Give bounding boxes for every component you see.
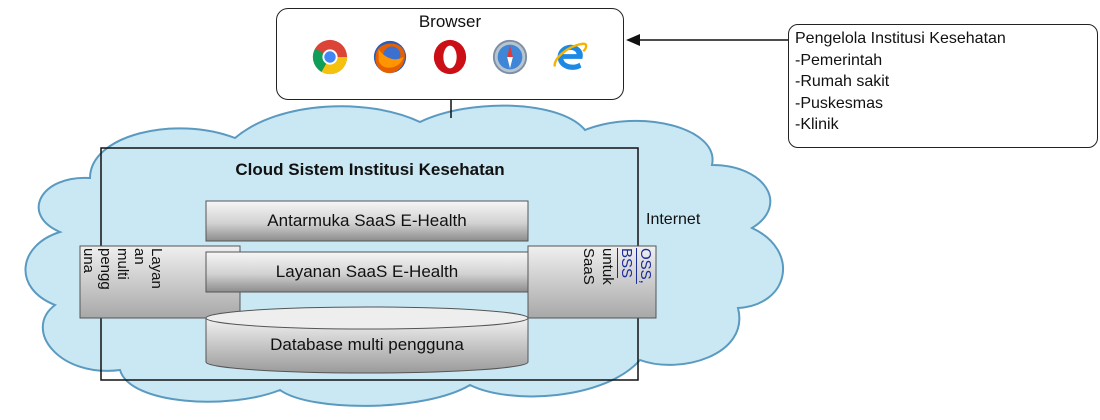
healthcare-roles-box: Pengelola Institusi Kesehatan -Pemerinta… [788, 24, 1098, 148]
chrome-icon [312, 39, 348, 75]
vertical-text-line: BSS [618, 248, 635, 279]
vertical-text-line: multi [114, 248, 131, 280]
saas-interface-label: Antarmuka SaaS E-Health [267, 211, 467, 230]
saas-service-label: Layanan SaaS E-Health [275, 262, 459, 281]
oss-bss-bar [527, 245, 657, 319]
firefox-icon [373, 40, 407, 74]
internet-explorer-icon [553, 42, 588, 70]
vertical-text-line: OSS, [637, 248, 654, 284]
multi-user-service-label: Layan an multi pengg una [80, 248, 204, 314]
oss-bss-label: OSS, BSS untuk SaaS [528, 248, 654, 314]
role-item: -Rumah sakit [795, 73, 890, 90]
internet-label: Internet [646, 211, 701, 228]
role-item: -Pemerintah [795, 51, 883, 69]
vertical-text-line: Layan [148, 248, 165, 289]
vertical-text-line: SaaS [580, 248, 597, 285]
browser-title: Browser [418, 12, 482, 31]
safari-icon [492, 39, 528, 75]
vertical-text-line: pengg [97, 248, 114, 290]
browser-icons [300, 38, 600, 76]
opera-icon [433, 39, 467, 75]
vertical-text-line: an [131, 248, 148, 265]
vertical-text-line: una [80, 248, 97, 274]
roles-title: Pengelola Institusi Kesehatan [795, 30, 1006, 47]
arrow-roles-to-browser [626, 34, 788, 46]
database-cylinder [205, 306, 529, 374]
role-item: -Klinik [795, 116, 839, 133]
saas-service-bar [205, 251, 529, 293]
saas-interface-bar [205, 200, 529, 242]
vertical-text-line: untuk [599, 248, 616, 285]
database-label: Database multi pengguna [270, 335, 464, 354]
role-item: -Puskesmas [795, 94, 884, 112]
cloud-title: Cloud Sistem Institusi Kesehatan [235, 160, 505, 179]
